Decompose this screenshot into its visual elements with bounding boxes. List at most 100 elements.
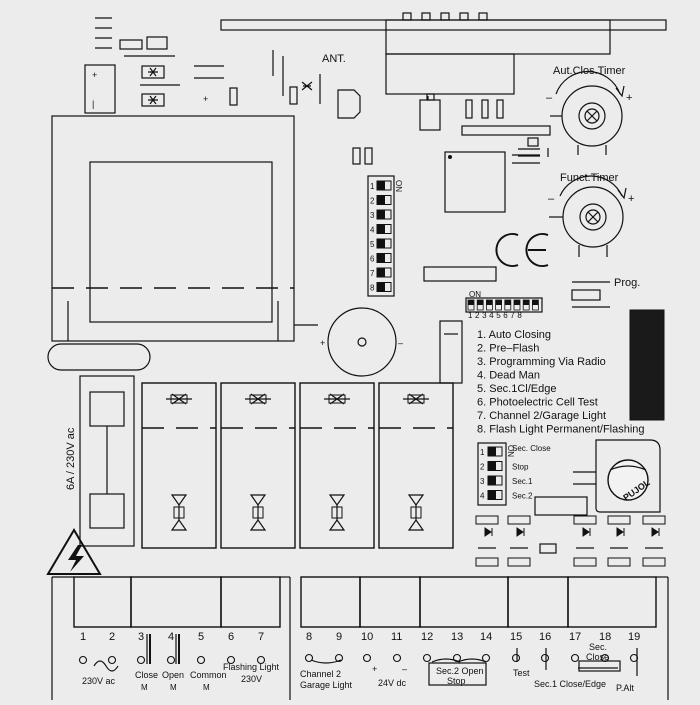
fuse-label: 6A / 230V ac — [65, 427, 77, 490]
label-close: Close — [135, 670, 158, 680]
terminal-screw[interactable] — [540, 653, 550, 663]
dip3-label: Stop — [512, 463, 529, 472]
terminal-screw[interactable] — [362, 653, 372, 663]
label-sec1-edge: Sec.1 Close/Edge — [534, 679, 606, 689]
dip3-number: 3 — [480, 477, 485, 486]
dip3-label: Sec. Close — [512, 444, 551, 453]
dip1-number: 6 — [370, 255, 375, 264]
bottom-labels: 230V ac Close Open Common M M M Flashing… — [82, 642, 634, 693]
dip3-label: Sec.1 — [512, 477, 533, 486]
label-stop: Stop — [447, 676, 466, 686]
label-flashing-voltage: 230V — [241, 674, 262, 684]
dip2-knob — [486, 300, 493, 305]
relay — [299, 382, 375, 549]
function-item: 1. Auto Closing — [477, 329, 551, 341]
terminal-number: 11 — [391, 631, 402, 643]
terminal-number: 18 — [599, 631, 611, 643]
buzzer: + – — [320, 307, 403, 377]
terminal-screw[interactable] — [226, 655, 236, 665]
function-item: 8. Flash Light Permanent/Flashing — [477, 424, 645, 436]
resistor — [607, 515, 631, 525]
top-strip — [220, 12, 667, 157]
label-sec-close-1: Sec. — [589, 642, 607, 652]
function-timer[interactable]: Funct.Timer – + — [548, 172, 634, 257]
label-sec-close-2: Close — [586, 652, 609, 662]
dip3-label: Sec.2 — [512, 492, 533, 501]
terminal-number: 10 — [361, 631, 373, 643]
terminal-number: 4 — [168, 631, 174, 643]
terminal-number: 14 — [480, 631, 492, 643]
label-power: 230V ac — [82, 676, 116, 686]
diode-row — [475, 515, 666, 567]
dip3-on-label: ON — [506, 445, 515, 457]
relay — [378, 382, 454, 549]
label-24v-dc: 24V dc — [378, 678, 407, 688]
terminal-screw[interactable] — [511, 653, 521, 663]
resistor — [573, 515, 597, 525]
terminal-number: 15 — [510, 631, 522, 643]
dip1-number: 4 — [370, 226, 375, 235]
diode-icon — [651, 527, 660, 537]
dip1-number: 7 — [370, 269, 375, 278]
terminal-screw[interactable] — [570, 653, 580, 663]
microcontroller — [444, 151, 540, 213]
dip3-number: 1 — [480, 448, 485, 457]
diode-icon — [484, 527, 493, 537]
terminal-screw[interactable] — [78, 655, 88, 665]
dip3-knob — [488, 447, 496, 456]
label-flashing-light: Flashing Light — [223, 662, 280, 672]
label-open: Open — [162, 670, 184, 680]
diode-icon — [582, 527, 591, 537]
relays — [141, 382, 454, 549]
function-item: 3. Programming Via Radio — [477, 356, 606, 368]
diode-icon — [516, 527, 525, 537]
fuse-holder: 6A / 230V ac — [47, 343, 151, 547]
function-item: 4. Dead Man — [477, 370, 540, 382]
antenna-label: ANT. — [322, 53, 346, 65]
terminal-screw[interactable] — [166, 655, 176, 665]
dip1-on-label: ON — [394, 180, 403, 192]
terminal-block-sec1 — [567, 576, 657, 628]
terminal-number: 17 — [569, 631, 581, 643]
prog-label: Prog. — [614, 277, 640, 289]
dip2-knob — [514, 300, 520, 305]
label-palt: P.Alt — [616, 683, 634, 693]
label-common: Common — [190, 670, 227, 680]
dip2-knob — [523, 300, 530, 305]
terminal-screw[interactable] — [107, 655, 117, 665]
terminal-screw[interactable] — [304, 653, 314, 663]
dip3-knob — [488, 476, 496, 485]
terminal-number: 7 — [258, 631, 264, 643]
auto-close-timer[interactable]: Aut.Clos.Timer – + — [546, 65, 632, 155]
terminal-screw[interactable] — [392, 653, 402, 663]
svg-text:+: + — [626, 92, 632, 104]
function-timer-label: Funct.Timer — [560, 172, 619, 184]
svg-text:–: – — [402, 664, 407, 674]
function-item: 7. Channel 2/Garage Light — [477, 410, 606, 422]
label-sec2-open: Sec.2 Open — [436, 666, 484, 676]
terminal-number: 9 — [336, 631, 342, 643]
terminal-number: 12 — [421, 631, 433, 643]
dip2-knob — [468, 300, 474, 305]
terminal-screw[interactable] — [196, 655, 206, 665]
prog-button[interactable] — [571, 289, 601, 301]
dip3-number: 2 — [480, 463, 485, 472]
dip1-knob — [377, 181, 385, 190]
terminal-screw[interactable] — [136, 655, 146, 665]
dip1-knob — [377, 253, 385, 263]
diode-icon — [616, 527, 625, 537]
terminal-screw[interactable] — [422, 653, 432, 663]
label-test: Test — [513, 668, 530, 678]
dip1-number: 2 — [370, 197, 375, 206]
terminal-screw[interactable] — [256, 655, 266, 665]
dip-switch-2: ON 12345678 — [465, 290, 543, 320]
terminal-block-flashing — [220, 576, 281, 628]
dip3-knob — [488, 490, 496, 500]
svg-text:M: M — [203, 683, 210, 692]
terminal-number: 6 — [228, 631, 234, 643]
dip2-knob — [504, 300, 511, 305]
